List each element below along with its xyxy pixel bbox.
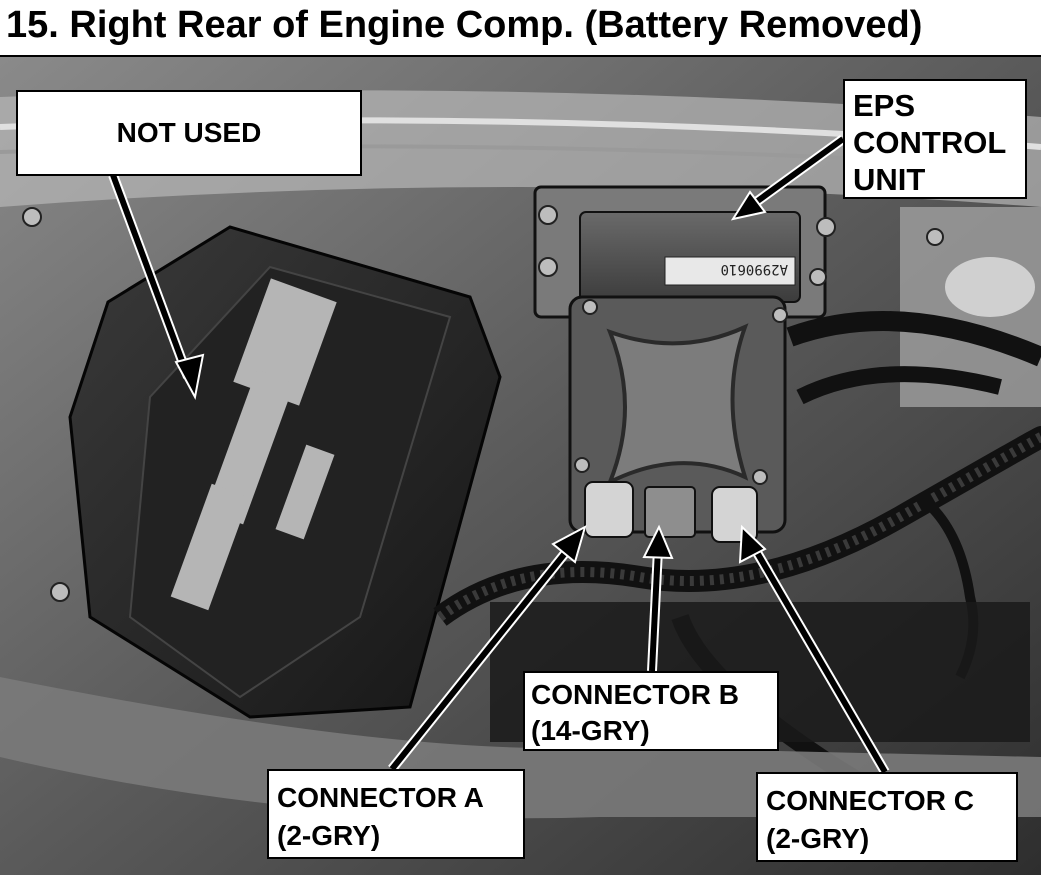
- eps-label-plate-text: A2990610: [721, 261, 788, 277]
- callout-connector-b: CONNECTOR B (14-GRY): [523, 671, 779, 751]
- eps-label-plate: [664, 256, 796, 286]
- callout-connector-c-spec: (2-GRY): [766, 823, 870, 854]
- page-title: 15. Right Rear of Engine Comp. (Battery …: [6, 4, 923, 46]
- callout-arrows: [108, 134, 890, 775]
- callout-not-used-text: NOT USED: [116, 117, 262, 148]
- callout-eps-control-unit: EPS CONTROL UNIT: [843, 79, 1027, 199]
- callout-eps-line2: CONTROL: [853, 125, 1007, 160]
- connector-b-shape: [644, 486, 696, 538]
- callout-connector-a-spec: (2-GRY): [277, 820, 381, 851]
- callout-eps-line1: EPS: [853, 88, 916, 123]
- fuse-box-label-grid: [170, 278, 337, 611]
- callout-connector-c-name: CONNECTOR C: [766, 785, 974, 816]
- callout-not-used: NOT USED: [16, 90, 362, 176]
- eps-unit-x-cover: [606, 323, 749, 487]
- callout-connector-b-spec: (14-GRY): [531, 715, 650, 746]
- connector-a-shape: [584, 481, 634, 538]
- engine-photo: A2990610: [0, 55, 1041, 875]
- connectors: [584, 481, 758, 543]
- callout-eps-line3: UNIT: [853, 162, 926, 197]
- callout-connector-c: CONNECTOR C (2-GRY): [756, 772, 1018, 862]
- connector-c-shape: [711, 486, 758, 543]
- callout-connector-b-name: CONNECTOR B: [531, 679, 739, 710]
- callout-connector-a: CONNECTOR A (2-GRY): [267, 769, 525, 859]
- callout-connector-a-name: CONNECTOR A: [277, 782, 484, 813]
